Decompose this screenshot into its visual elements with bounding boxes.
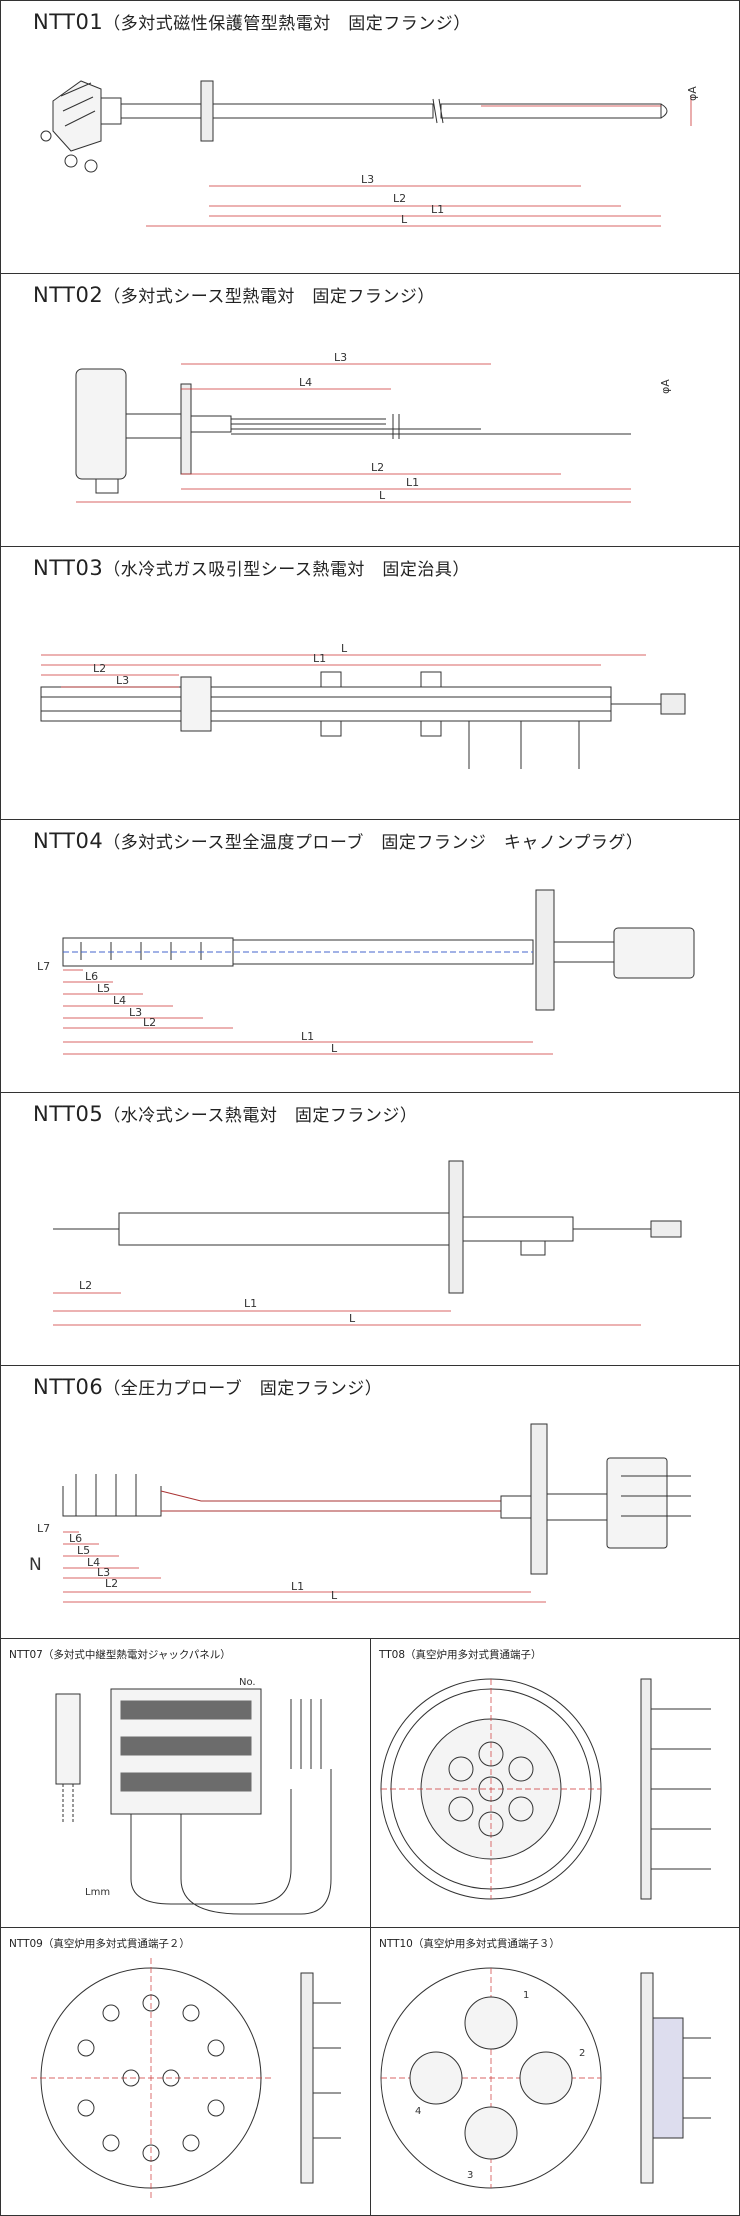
drawing-tt08 <box>380 1678 711 1900</box>
panel-title: NTT07（多対式中継型熱電対ジャックパネル） <box>9 1649 231 1661</box>
panel-ntt06: NTT06（全圧力プローブ 固定フランジ） L7 L6 L5 L4 L3 L2 … <box>1 1366 739 1639</box>
dim-l3: L3 <box>129 1006 142 1019</box>
drawing-ntt09 <box>31 1958 341 2198</box>
dim-l1: L1 <box>431 203 444 216</box>
dim-l: L <box>379 489 386 502</box>
dim-l3: L3 <box>97 1566 110 1579</box>
panel-title: NTT05（水冷式シース熱電対 固定フランジ） <box>33 1102 418 1126</box>
dim-l: L <box>401 213 408 226</box>
dim-l6: L6 <box>69 1532 82 1545</box>
dim-l4: L4 <box>113 994 126 1007</box>
panel-title: NTT03（水冷式ガス吸引型シース熱電対 固定治具） <box>33 556 470 580</box>
panel-ntt02: NTT02（多対式シース型熱電対 固定フランジ） L3 L4 L2 L1 L <box>1 274 739 547</box>
dim-l5: L5 <box>97 982 110 995</box>
dim-l2: L2 <box>371 461 384 474</box>
dim-l6: L6 <box>85 970 98 983</box>
panel-tt08: TT08（真空炉用多対式貫通端子） <box>371 1639 739 1927</box>
drawing-ntt05: L2 L1 L <box>53 1160 682 1326</box>
dim-l2: L2 <box>105 1577 118 1590</box>
dim-l1: L1 <box>244 1297 257 1310</box>
dim-l1: L1 <box>291 1580 304 1593</box>
dim-l2: L2 <box>143 1016 156 1029</box>
dim-l2: L2 <box>93 662 106 675</box>
port-label-1: 1 <box>523 1990 529 2001</box>
panel-ntt05: NTT05（水冷式シース熱電対 固定フランジ） L2 L1 L <box>1 1093 739 1366</box>
dim-l3: L3 <box>361 173 374 186</box>
grid-divider-h <box>1 1927 739 1928</box>
panel-title: NTT06（全圧力プローブ 固定フランジ） <box>33 1375 383 1399</box>
dim-l4: L4 <box>87 1556 100 1569</box>
dim-phi-a: φA <box>686 86 699 101</box>
drawing-ntt01: L3 L2 L1 L φA <box>40 80 699 227</box>
panel-ntt01: NTT01（多対式磁性保護管型熱電対 固定フランジ） <box>1 1 739 274</box>
panel-title: NTT10（真空炉用多対式貫通端子３） <box>379 1938 560 1950</box>
drawing-ntt10: 1 2 3 4 <box>380 1967 711 2189</box>
port-label-3: 3 <box>467 2170 473 2181</box>
dim-l4: L4 <box>299 376 312 389</box>
dim-l3: L3 <box>334 351 347 364</box>
panel-title: NTT02（多対式シース型熱電対 固定フランジ） <box>33 283 435 307</box>
dim-l: L <box>331 1042 338 1055</box>
panel-ntt03: NTT03（水冷式ガス吸引型シース熱電対 固定治具） L L1 L2 L3 <box>1 547 739 820</box>
label-lmm: Lmm <box>85 1887 110 1898</box>
dim-phi-a: φA <box>659 379 672 394</box>
panel-ntt04: NTT04（多対式シース型全温度プローブ 固定フランジ キャノンプラグ） L7 … <box>1 820 739 1093</box>
panel-ntt09: NTT09（真空炉用多対式貫通端子２） <box>1 1928 370 2215</box>
dim-l1: L1 <box>313 652 326 665</box>
panel-title: NTT04（多対式シース型全温度プローブ 固定フランジ キャノンプラグ） <box>33 829 644 853</box>
dim-l7: L7 <box>37 1522 50 1535</box>
panel-title: NTT01（多対式磁性保護管型熱電対 固定フランジ） <box>33 10 471 34</box>
panel-ntt07: NTT07（多対式中継型熱電対ジャックパネル） No. Lmm <box>1 1639 370 1927</box>
dim-l7: L7 <box>37 960 50 973</box>
drawing-ntt04: L7 L6 L5 L4 L3 L2 L1 L <box>37 889 695 1055</box>
drawing-ntt06: L7 L6 L5 L4 L3 L2 L1 L N <box>29 1423 691 1603</box>
port-label-4: 4 <box>415 2106 421 2117</box>
panel-title: TT08（真空炉用多対式貫通端子） <box>379 1649 542 1661</box>
dim-l: L <box>349 1312 356 1325</box>
dim-l2: L2 <box>79 1279 92 1292</box>
dim-l1: L1 <box>301 1030 314 1043</box>
dim-l5: L5 <box>77 1544 90 1557</box>
side-label-n: N <box>29 1555 42 1575</box>
panel-title: NTT09（真空炉用多対式貫通端子２） <box>9 1938 190 1950</box>
panel-ntt10: NTT10（真空炉用多対式貫通端子３） 1 2 3 4 <box>371 1928 739 2215</box>
dim-l3: L3 <box>116 674 129 687</box>
dim-l1: L1 <box>406 476 419 489</box>
dim-l: L <box>341 642 348 655</box>
drawing-ntt02: L3 L4 L2 L1 L φA <box>75 351 672 503</box>
dim-l2: L2 <box>393 192 406 205</box>
port-label-2: 2 <box>579 2048 585 2059</box>
drawing-ntt07: No. Lmm <box>55 1677 332 1915</box>
label-no: No. <box>239 1677 256 1688</box>
dim-l: L <box>331 1589 338 1602</box>
drawing-ntt03: L L1 L2 L3 <box>40 642 686 769</box>
